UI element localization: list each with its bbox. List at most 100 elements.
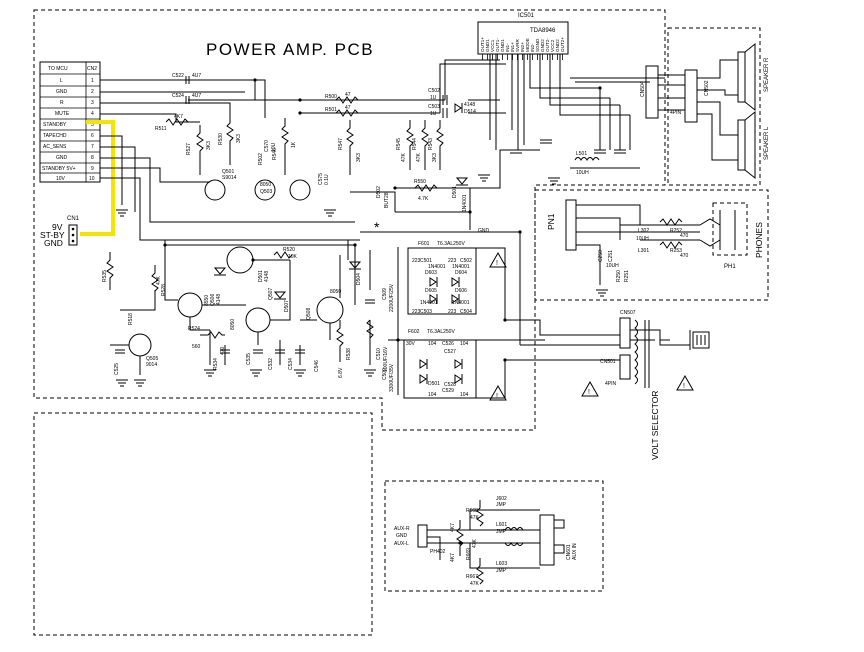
cn2-row-label: 10V (56, 176, 66, 182)
psu-cap: C528 (444, 382, 456, 388)
part-ref: C575 (318, 173, 324, 185)
part-val: 4U7 (192, 93, 201, 99)
cn2-row-label: AC_SENS (43, 144, 67, 150)
part-ref: R501 (325, 107, 337, 113)
psu-cap: 104 (428, 392, 437, 398)
cn2-row-num: 10 (89, 176, 95, 182)
aux-block: AUX-R GND AUX-L PH402 J602 JMP L601 JMP … (394, 496, 578, 587)
part-ref: R544 (412, 138, 418, 150)
phones-part: C250 (598, 250, 604, 262)
ic-pin-text: GND2 (555, 39, 560, 52)
psu-cap: 104 (428, 341, 437, 347)
ic-pin-label: IN1+ (510, 42, 515, 52)
transistor-val: S9014 (222, 175, 237, 181)
phones-part: C251 (608, 250, 614, 262)
fuse-ref: F601 (418, 241, 430, 247)
part-ref: C510 (376, 348, 382, 360)
aux-part: 47K (472, 538, 478, 548)
cn2-row-label: TAPECHD (43, 133, 67, 139)
fuse-ref: F602 (408, 329, 420, 335)
aux-line: AUX-R (394, 526, 410, 532)
speaker-right-label: SPEAKER R (764, 57, 770, 92)
cn2-header-label: TO MCU (48, 66, 68, 72)
part-val: D514 (464, 109, 476, 115)
ic-pin-label: OUT2- (545, 38, 550, 52)
cn2-row-num: 2 (91, 89, 94, 95)
psu-cap: 223 (412, 309, 421, 315)
cn1-ref: CN1 (67, 216, 80, 222)
psu-cap: 104 (460, 341, 469, 347)
psu-diode: D501 (428, 381, 440, 387)
cn2-row-num: 9 (91, 166, 94, 172)
warning-mark: ! (496, 260, 498, 267)
ic-pin-label: MODE (525, 38, 530, 52)
part-val: 4.7K (418, 196, 429, 202)
cn2-header-ref: CN2 (87, 66, 97, 72)
warning-mark: ! (588, 389, 590, 396)
ground-symbols (116, 174, 560, 387)
psu-cap: C503 (420, 309, 432, 315)
warning-triangles: ! ! ! ! (489, 251, 694, 401)
cn2-row-label: STANDBY (43, 122, 67, 128)
components-mid: R520 10K D501 4148 D504 4148 D507 R524 5… (102, 219, 490, 378)
transistors: Q501 S9014 8050 Q503 8050 Q505 9014 8550… (128, 169, 344, 368)
part-val: 6.8V (338, 367, 344, 378)
psu-bulk-ref: C509 (382, 368, 388, 380)
volt-cn507: CN507 (620, 310, 636, 316)
aux-ph: PH402 (430, 549, 446, 555)
part-ref: C532 (268, 358, 274, 370)
psu-diode: 1N4001 (452, 300, 470, 306)
psu-block: F601 T6.3AL250V F602 T6.3AL250V 223 223 … (382, 241, 620, 399)
speaker-pin: 4PIN (670, 110, 682, 116)
ic-pin-text: MODE (525, 38, 530, 52)
ic-pin-text: GND2 (540, 39, 545, 52)
aux-conn: CN601 (566, 544, 572, 560)
part-val: 560 (192, 344, 201, 350)
part-val: 4U7 (192, 73, 201, 79)
speaker-block: SPEAKER R SPEAKER L CN502 CN504 4PIN (640, 42, 770, 180)
ic-pin-label: IN2+ (520, 42, 525, 52)
ic-pin-text: IN1+ (510, 42, 515, 52)
cn2-row-num: 1 (91, 78, 94, 84)
psu-diode: D605 (425, 288, 437, 294)
speaker-conn: CN502 (704, 80, 710, 96)
ic-pin-text: IN2+ (520, 42, 525, 52)
ic-pin-label: GND1 (485, 39, 490, 52)
junction-dots (163, 78, 602, 545)
cn2-row-num: 6 (91, 133, 94, 139)
page-title: POWER AMP. PCB (206, 40, 374, 59)
ic-pin-label: VCC2 (550, 39, 555, 52)
ic-pin-text: VCC2 (550, 39, 555, 52)
ic-pin-label: SVRR (515, 39, 520, 52)
cn1-connector: CN1 9V ST-BY GND (40, 216, 80, 248)
part-ref: R546 (272, 148, 278, 160)
note-asterisk: * (374, 219, 380, 235)
part-val: 47K (401, 152, 407, 162)
phones-ph: PH1 (724, 264, 736, 270)
cn2-row-label: STANDBY 5V+ (42, 166, 76, 172)
psu-cap: C527 (444, 349, 456, 355)
phones-part: R251 (624, 270, 630, 282)
ic-pin-text: SVRR (515, 39, 520, 52)
phones-part: 10UH (606, 263, 619, 269)
phones-block: PN1 PH1 PHONES L302 L301 R252 R253 470 4… (546, 199, 764, 297)
psu-cap: C526 (442, 341, 454, 347)
part-val: 10U (271, 142, 277, 152)
transistor-ref: Q501 (222, 169, 234, 175)
psu-cap: 223 (448, 258, 457, 264)
gnd-label: GND (478, 228, 490, 234)
aux-in-label: AUX IN (572, 543, 578, 560)
cn2-row-num: 3 (91, 100, 94, 106)
speaker-left-label: SPEAKER L (764, 126, 770, 160)
part-val: 3K3 (356, 153, 362, 162)
volt-selector-block: CN507 CN501 4PIN VOLT SELECTOR (600, 310, 710, 460)
part-ref: C570 (264, 140, 270, 152)
ic-pin-text: OUT1- (495, 38, 500, 52)
part-ref: D504 (356, 273, 362, 285)
transistor-val: 8050 (230, 319, 236, 330)
volt-cn501: CN501 (600, 359, 616, 365)
aux-line: AUX-L (394, 541, 409, 547)
cn1-line: ST-BY (40, 230, 65, 240)
aux-part: 4K7 (450, 553, 456, 562)
